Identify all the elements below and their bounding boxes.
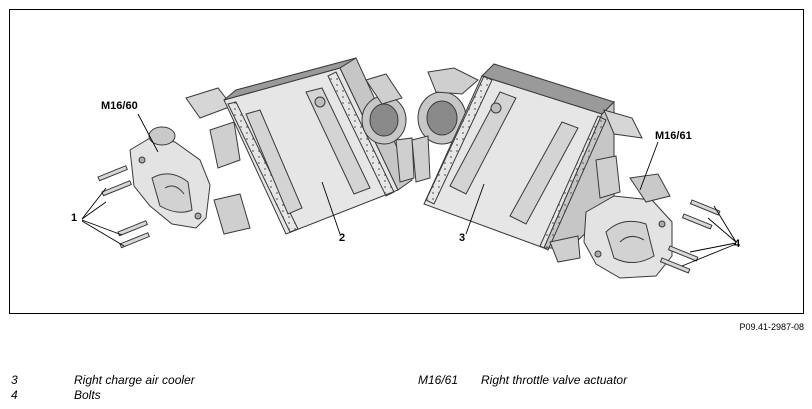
legend-text: Right charge air cooler xyxy=(74,373,195,387)
callout-2: 2 xyxy=(339,232,346,244)
callout-4: 4 xyxy=(734,238,741,250)
leader-lines xyxy=(81,113,737,267)
figure-reference: P09.41-2987-08 xyxy=(739,322,804,332)
left-throttle-valve-actuator xyxy=(129,126,211,229)
legend-code: M16/61 xyxy=(418,373,459,387)
exploded-view-illustration xyxy=(81,57,737,279)
illustration-frame: 1 M16/60 2 3 M16/61 4 xyxy=(9,9,804,314)
right-throttle-valve-actuator xyxy=(583,173,673,279)
left-bolts xyxy=(97,165,150,249)
right-bolts xyxy=(659,199,721,274)
left-charge-air-cooler xyxy=(185,57,415,235)
legend-code: 4 xyxy=(11,388,18,402)
callout-3: 3 xyxy=(459,232,466,244)
callout-m16-61: M16/61 xyxy=(655,130,692,142)
legend-text: Right throttle valve actuator xyxy=(481,373,628,387)
legend-code: 3 xyxy=(11,373,18,387)
callout-m16-60: M16/60 xyxy=(101,100,138,112)
callout-1: 1 xyxy=(71,212,78,224)
legend-text: Bolts xyxy=(74,388,101,402)
